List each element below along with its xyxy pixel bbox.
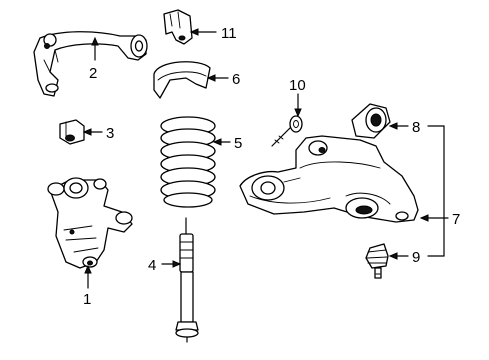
callout-1: 1 — [83, 291, 91, 308]
bumper-part — [163, 9, 193, 45]
leader-lines — [82, 28, 449, 289]
callout-6: 6 — [232, 71, 240, 88]
bolt-part — [271, 115, 303, 147]
callout-7: 7 — [452, 211, 460, 228]
spring-insulator-part — [153, 61, 211, 99]
callout-2: 2 — [89, 65, 97, 82]
callout-4: 4 — [148, 257, 156, 274]
callout-3: 3 — [106, 125, 114, 142]
callout-5: 5 — [234, 135, 242, 152]
callout-11: 11 — [221, 25, 237, 42]
bushing-part — [351, 103, 391, 139]
coil-spring-part — [160, 116, 216, 208]
callout-8: 8 — [412, 119, 420, 136]
ball-joint-part — [365, 243, 389, 279]
bushing-part — [59, 119, 85, 145]
upper-control-arm-part — [33, 31, 148, 97]
callout-10: 10 — [289, 77, 306, 94]
shock-absorber-part — [175, 217, 199, 343]
callout-9: 9 — [412, 249, 420, 266]
steering-knuckle-part — [47, 177, 133, 269]
lower-control-arm-part — [239, 135, 419, 223]
